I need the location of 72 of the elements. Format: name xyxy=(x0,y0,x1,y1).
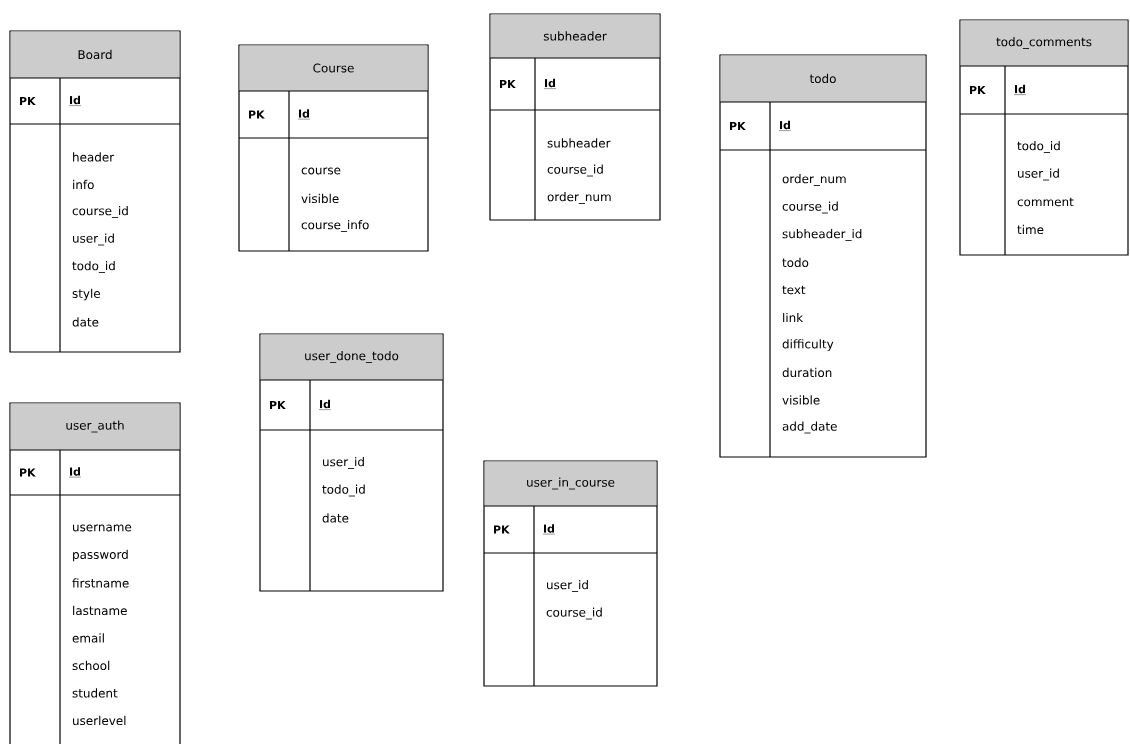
entity-table xyxy=(719,54,927,458)
pk-label: PK xyxy=(500,80,516,88)
field-name: userlevel xyxy=(73,715,126,726)
entity-table xyxy=(959,19,1129,256)
table-title: Board xyxy=(78,49,112,60)
field-name: firstname xyxy=(72,578,129,588)
pk-label: PK xyxy=(970,86,986,94)
table-title: subheader xyxy=(543,31,607,41)
field-name: user_id xyxy=(73,233,114,246)
field-name: course xyxy=(301,167,341,175)
key-field: Id xyxy=(778,120,792,131)
pk-label: PK xyxy=(730,122,746,130)
table-title: todo xyxy=(809,73,836,84)
field-name: username xyxy=(73,524,132,532)
field-name: course_id xyxy=(546,607,602,620)
field-name: date xyxy=(322,513,349,523)
field-name: school xyxy=(72,660,110,671)
field-name: style xyxy=(72,288,101,301)
entity-table xyxy=(489,13,661,221)
field-name: course_id xyxy=(547,164,603,177)
field-name: user_id xyxy=(323,457,364,469)
field-name: lastname xyxy=(73,605,127,616)
field-name: user_id xyxy=(1018,168,1059,181)
key-field: Id xyxy=(297,109,311,120)
field-name: subheader xyxy=(547,138,611,148)
pk-label: PK xyxy=(270,401,286,409)
field-name: text xyxy=(782,285,806,295)
entity-table xyxy=(259,333,444,592)
field-name: date xyxy=(72,317,99,327)
field-name: visible xyxy=(782,395,820,405)
field-name: order_num xyxy=(782,174,846,186)
key-field: Id xyxy=(68,467,82,478)
field-name: duration xyxy=(782,367,832,378)
field-name: course_id xyxy=(72,206,128,218)
key-field: Id xyxy=(542,524,556,535)
table-title: todo_comments xyxy=(996,37,1092,49)
field-name: password xyxy=(73,549,128,562)
key-field: Id xyxy=(68,95,82,106)
table-title: user_done_todo xyxy=(305,351,399,363)
field-name: course_info xyxy=(301,220,369,232)
field-name: todo_id xyxy=(1017,141,1060,153)
field-name: todo xyxy=(782,257,809,268)
field-name: user_id xyxy=(547,580,588,592)
pk-label: PK xyxy=(494,525,510,534)
field-name: order_num xyxy=(547,192,611,204)
field-name: info xyxy=(73,179,94,190)
table-title: user_auth xyxy=(66,420,124,433)
field-name: visible xyxy=(301,193,339,204)
field-name: subheader_id xyxy=(782,229,862,241)
field-name: student xyxy=(72,688,118,698)
table-title: user_in_course xyxy=(527,477,615,490)
field-name: time xyxy=(1017,224,1044,235)
entity-table xyxy=(9,402,181,744)
field-name: todo_id xyxy=(72,261,115,273)
entity-table xyxy=(238,44,429,252)
field-name: comment xyxy=(1017,197,1074,207)
field-name: course_id xyxy=(782,201,838,214)
key-field: Id xyxy=(1013,84,1027,95)
table-title: Course xyxy=(313,63,354,73)
pk-label: PK xyxy=(249,110,265,119)
field-name: link xyxy=(783,312,804,323)
pk-label: PK xyxy=(20,468,36,477)
field-name: header xyxy=(73,152,115,162)
entity-table xyxy=(9,30,181,353)
field-name: add_date xyxy=(782,421,837,434)
entity-table xyxy=(483,460,658,687)
key-field: Id xyxy=(543,78,557,89)
field-name: difficulty xyxy=(782,339,834,351)
field-name: email xyxy=(72,633,104,643)
field-name: todo_id xyxy=(322,484,365,497)
key-field: Id xyxy=(318,399,332,410)
pk-label: PK xyxy=(20,97,36,105)
